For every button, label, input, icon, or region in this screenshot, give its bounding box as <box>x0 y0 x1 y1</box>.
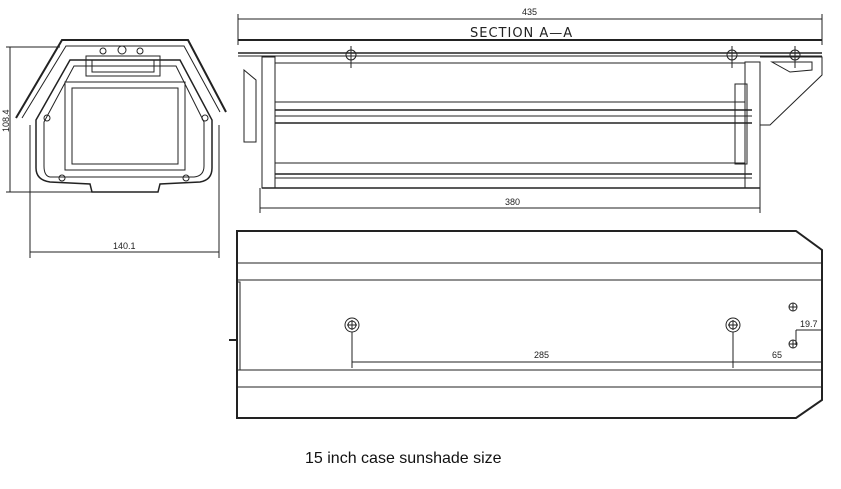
mount-bracket <box>760 56 823 126</box>
caption: 15 inch case sunshade size <box>305 450 502 467</box>
screw-hole-icon <box>788 302 798 312</box>
dim-front-width: 140.1 <box>113 241 136 251</box>
dim-small-hole-offset: 19.7 <box>800 319 818 329</box>
bolt-icon <box>345 46 357 68</box>
bolt-icon <box>726 46 738 68</box>
sunshade-hood <box>15 39 227 119</box>
top-block <box>85 55 161 77</box>
dim-end-offset: 65 <box>772 350 782 360</box>
mount-hole-icon <box>344 317 360 333</box>
dim-overall-length: 435 <box>522 7 537 17</box>
bolt-icon <box>789 46 801 68</box>
front-view: 108.4 140.1 <box>1 39 227 258</box>
dim-front-height: 108.4 <box>1 109 11 132</box>
section-title: SECTION A—A <box>470 26 573 41</box>
housing-outline <box>236 230 823 419</box>
mount-hole-icon <box>725 317 741 333</box>
section-view: 435 SECTION A—A 380 <box>237 7 823 213</box>
front-window <box>64 81 186 171</box>
housing-body <box>35 59 213 193</box>
bottom-view: 285 65 19.7 <box>229 230 823 419</box>
dim-hole-spacing: 285 <box>534 350 549 360</box>
dim-inner-length: 380 <box>505 197 520 207</box>
